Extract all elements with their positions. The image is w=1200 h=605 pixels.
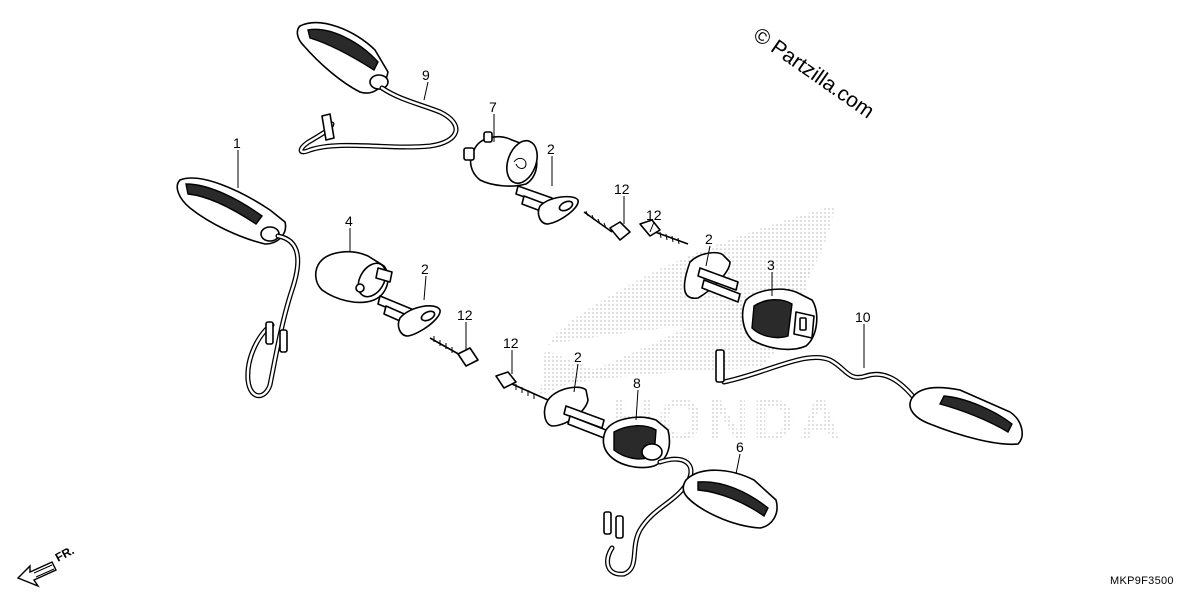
callout-10: 10 bbox=[855, 309, 871, 325]
winker-assembly-1 bbox=[176, 177, 301, 399]
callout-9: 9 bbox=[422, 67, 430, 83]
callout-7: 7 bbox=[489, 99, 497, 115]
collar-2-left bbox=[377, 295, 441, 337]
leader-lines bbox=[237, 81, 865, 475]
callout-6: 6 bbox=[736, 439, 744, 455]
socket-8 bbox=[602, 416, 671, 469]
winker-assembly-6 bbox=[603, 456, 778, 577]
bolt-12-c bbox=[429, 336, 479, 367]
collar-2-center bbox=[543, 386, 607, 439]
callout-4: 4 bbox=[345, 213, 353, 229]
callout-3: 3 bbox=[767, 257, 775, 273]
callout-1: 1 bbox=[233, 135, 241, 151]
bolt-12-b bbox=[639, 219, 689, 245]
callout-2-center: 2 bbox=[574, 349, 582, 365]
collar-2-top bbox=[515, 185, 579, 225]
socket-4 bbox=[314, 250, 393, 304]
callout-12-center: 12 bbox=[503, 335, 519, 351]
socket-3 bbox=[741, 288, 818, 351]
bolt-12-d bbox=[495, 371, 549, 401]
callout-12-left: 12 bbox=[457, 307, 473, 323]
front-direction-label: FR. bbox=[53, 543, 77, 564]
callout-8: 8 bbox=[633, 375, 641, 391]
callout-2-top: 2 bbox=[547, 141, 555, 157]
bolt-12-a bbox=[583, 210, 631, 241]
winker-assembly-9 bbox=[296, 21, 459, 155]
winker-assembly-10 bbox=[715, 349, 1023, 446]
callout-2-right: 2 bbox=[705, 231, 713, 247]
partzilla-watermark: © Partzilla.com bbox=[749, 23, 878, 123]
callout-12-top-b: 12 bbox=[646, 207, 662, 223]
collar-2-right bbox=[683, 251, 741, 303]
diagram-code: MKP9F3500 bbox=[1110, 575, 1174, 587]
callout-12-top-a: 12 bbox=[614, 181, 630, 197]
callout-2-left: 2 bbox=[421, 261, 429, 277]
socket-7 bbox=[463, 131, 538, 187]
front-direction-arrow-icon bbox=[16, 561, 57, 588]
callout-labels: 9 1 7 2 12 12 2 3 4 2 12 12 2 8 6 10 bbox=[233, 67, 871, 455]
